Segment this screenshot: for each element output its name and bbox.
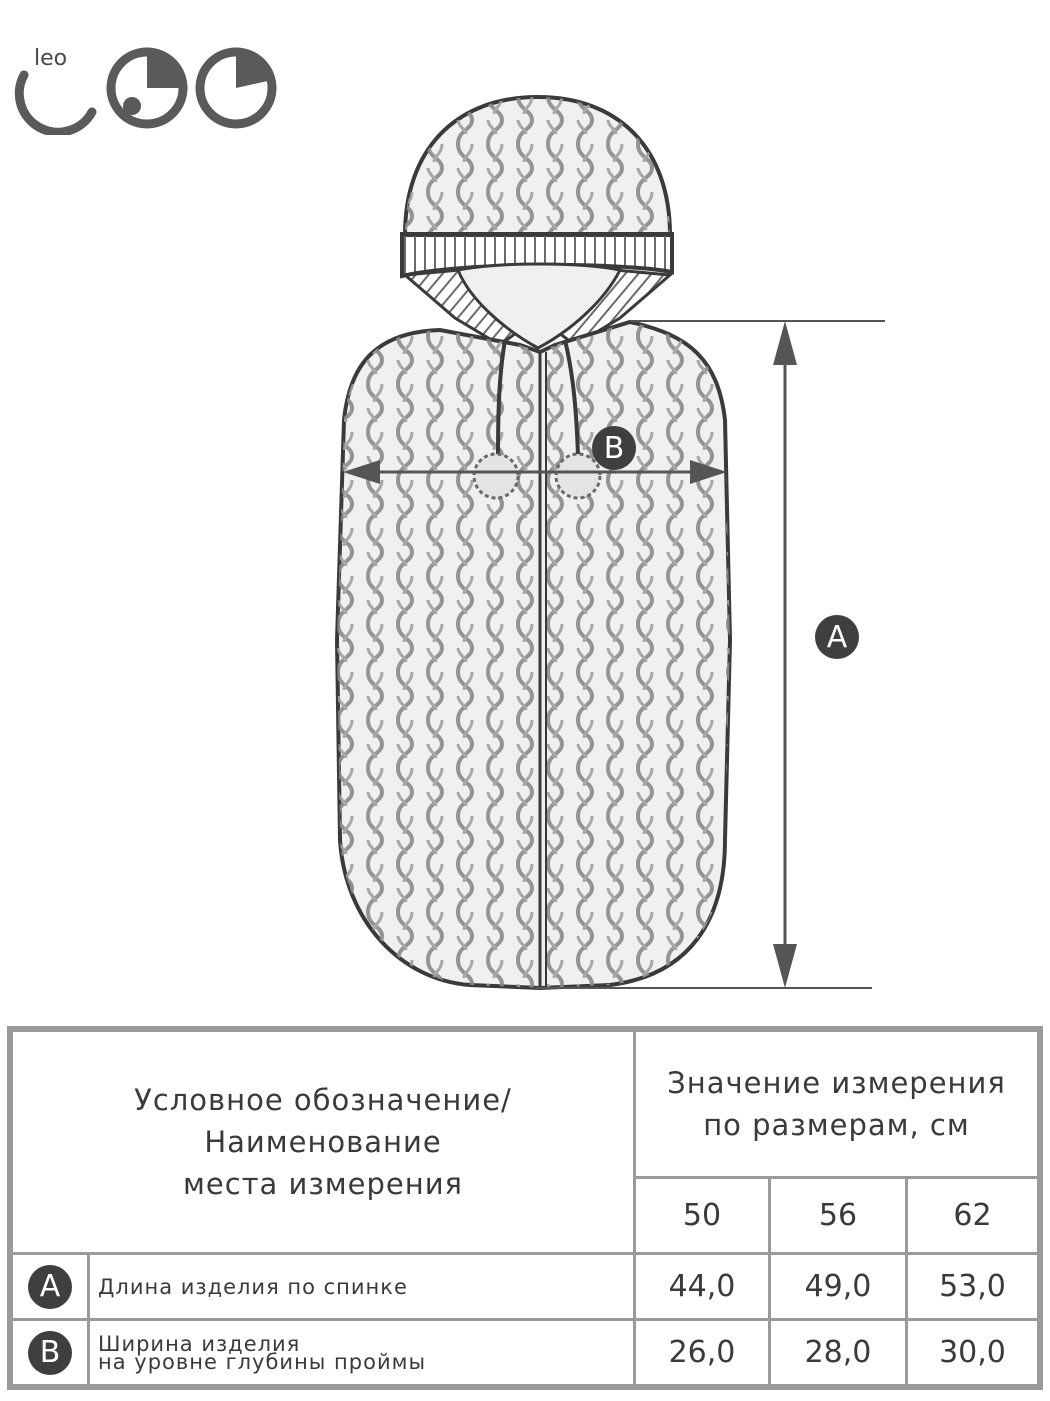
header-values: Значение измерения по размерам, см [633,1029,1040,1179]
row-b-value: 26,0 [633,1318,771,1387]
size-header: 50 [633,1176,771,1255]
row-b-name: Ширина изделия на уровне глубины проймы [87,1318,636,1387]
sleeping-bag-illustration [334,94,885,991]
header-designation: Условное обозначение/ Наименование места… [10,1029,636,1255]
row-a-marker: A [28,1264,72,1309]
row-b-value: 28,0 [768,1318,908,1387]
row-b-marker: B [28,1330,72,1375]
table-row-marker: B [10,1318,90,1387]
brand-logo-text: leo [34,46,68,71]
row-b-value: 30,0 [905,1318,1040,1387]
dimension-a-marker: A [815,615,859,659]
pompom-right [554,452,602,500]
size-header: 56 [768,1176,908,1255]
pompom-left [472,452,520,500]
row-a-value: 49,0 [768,1252,908,1321]
measurement-table: Условное обозначение/ Наименование места… [7,1026,1043,1390]
row-a-value: 53,0 [905,1252,1040,1321]
table-row-marker: A [10,1252,90,1321]
dimension-b-marker: B [592,426,636,470]
size-header: 62 [905,1176,1040,1255]
row-a-value: 44,0 [633,1252,771,1321]
row-a-name: Длина изделия по спинке [87,1252,636,1321]
brand-logo [14,47,277,135]
